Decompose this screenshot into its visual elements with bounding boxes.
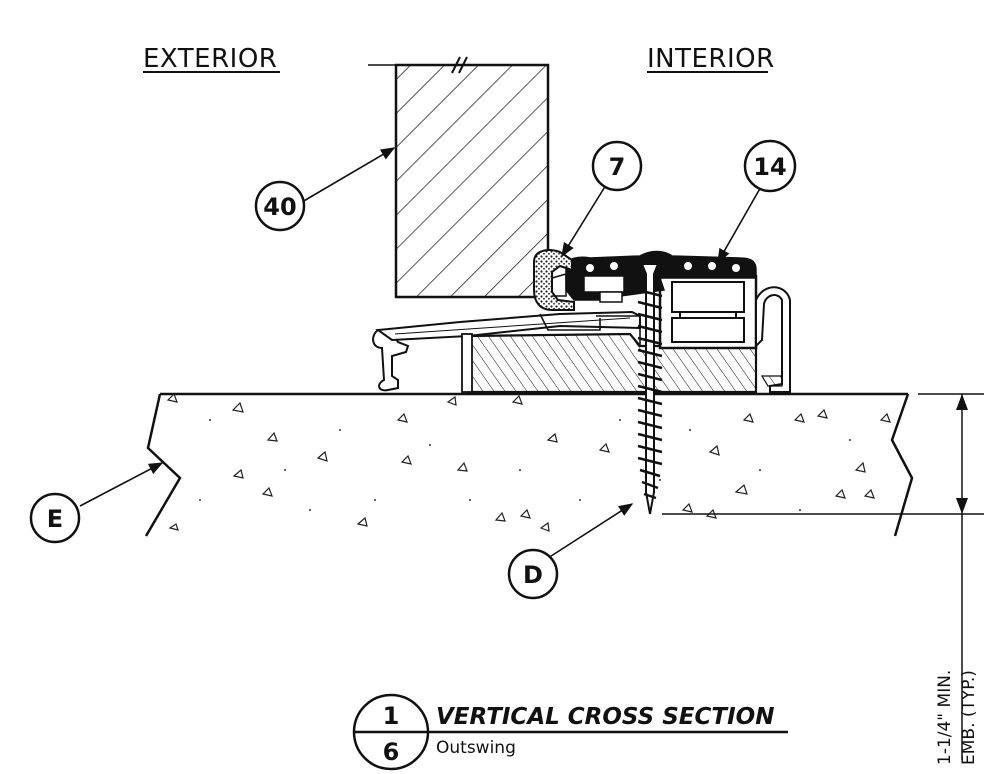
detail-subtitle: Outswing	[436, 738, 516, 758]
callout-7: 7	[591, 140, 643, 192]
callout-d-text: D	[523, 561, 543, 589]
leader-40	[301, 147, 396, 203]
interior-label: INTERIOR	[647, 44, 775, 74]
callout-d: D	[507, 548, 559, 600]
callout-40: 40	[254, 180, 306, 232]
leader-7	[561, 184, 607, 258]
leader-d	[547, 503, 634, 559]
title-block: 1 6 VERTICAL CROSS SECTION Outswing	[352, 693, 788, 771]
callout-14-text: 14	[753, 153, 786, 181]
callout-e-text: E	[47, 505, 63, 533]
screw-fastener	[637, 263, 663, 515]
weatherstrip	[533, 249, 575, 311]
leader-e	[79, 462, 164, 507]
detail-number: 1	[383, 702, 400, 730]
detail-title: VERTICAL CROSS SECTION	[436, 704, 774, 730]
leader-14	[717, 184, 763, 264]
callout-40-text: 40	[263, 193, 296, 221]
dimension-text-line1: 1-1/4" MIN.	[935, 670, 955, 765]
concrete-substrate	[144, 392, 914, 537]
callout-7-text: 7	[609, 153, 626, 181]
threshold-assembly	[372, 250, 791, 394]
door-slab	[368, 56, 550, 299]
exterior-label: EXTERIOR	[143, 44, 277, 74]
sheet-number: 6	[383, 738, 400, 766]
callout-14: 14	[743, 139, 797, 193]
leader-lines	[79, 147, 763, 559]
dimension-text-line2: EMB. (TYP.)	[959, 670, 979, 765]
callout-e: E	[29, 492, 81, 544]
embedment-dimension: 1-1/4" MIN. EMB. (TYP.)	[662, 393, 984, 765]
